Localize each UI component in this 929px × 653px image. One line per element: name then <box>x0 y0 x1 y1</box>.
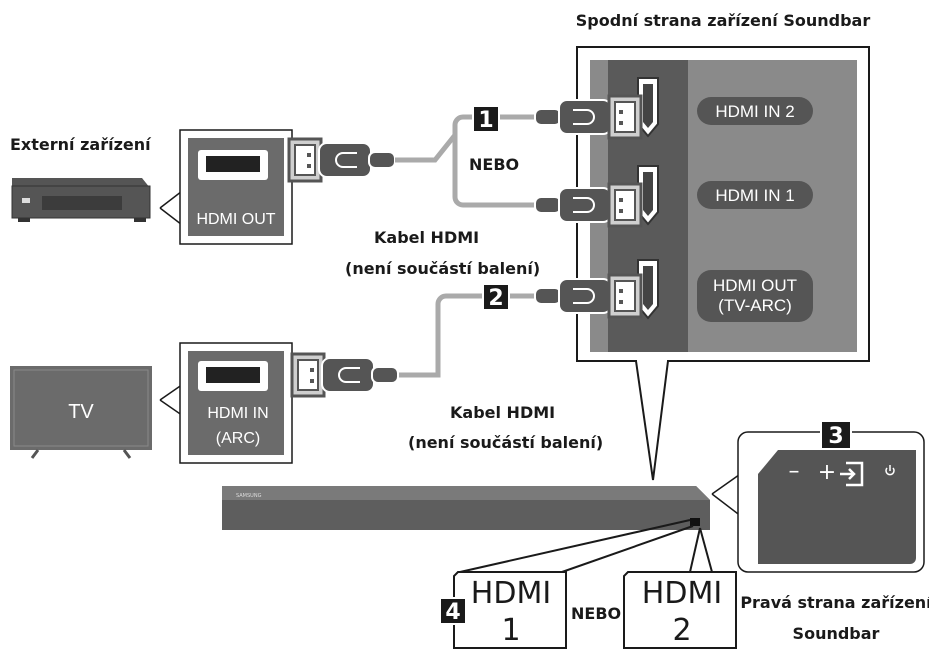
step-1-badge <box>472 105 500 133</box>
display-hdmi-1-line1: HDMI <box>471 576 551 611</box>
callout-bottom-panel <box>635 360 669 481</box>
or-label-top: NEBO <box>469 155 519 174</box>
tv-port-label-2: (ARC) <box>216 430 260 447</box>
pill-hdmi-in1 <box>697 181 813 209</box>
tv-hdmi-in-port: HDMI IN (ARC) <box>179 342 293 464</box>
tv-icon: TV <box>10 366 152 459</box>
label-hdmi-in2: HDMI IN 2 <box>715 102 794 121</box>
svg-text:2: 2 <box>488 286 503 311</box>
label-hdmi-in1: HDMI IN 1 <box>715 186 794 205</box>
tv-port-label-1: HDMI IN <box>207 405 268 422</box>
display-hdmi-1: HDMI 1 <box>453 571 567 649</box>
soundbar-body: SAMSUNG <box>222 486 710 530</box>
svg-text:4: 4 <box>445 600 460 625</box>
external-port-label: HDMI OUT <box>196 211 275 228</box>
display-hdmi-2-line2: 2 <box>672 613 691 648</box>
soundbar-bottom-label: Spodní strana zařízení Soundbar <box>576 11 871 30</box>
step-4-badge <box>439 597 467 625</box>
plug-hdmi-out <box>533 273 643 319</box>
soundbar-display <box>690 518 700 526</box>
cable-1-label-line2: (není součástí balení) <box>345 259 540 278</box>
cable-2-label-line2: (není součástí balení) <box>408 433 603 452</box>
right-side-label-line1: Pravá strana zařízení <box>740 593 929 612</box>
right-side-label-line2: Soundbar <box>793 624 880 643</box>
right-side-panel: – + <box>737 431 925 573</box>
svg-text:1: 1 <box>478 108 493 133</box>
label-hdmi-out-2: (TV-ARC) <box>718 296 792 315</box>
power-icon[interactable] <box>885 465 895 476</box>
volume-down-button[interactable]: – <box>789 459 800 484</box>
display-hdmi-1-line2: 1 <box>501 613 520 648</box>
svg-text:3: 3 <box>828 424 843 449</box>
cable-2-label-line1: Kabel HDMI <box>450 403 555 422</box>
external-device-label: Externí zařízení <box>10 135 152 154</box>
display-hdmi-2-line1: HDMI <box>642 576 722 611</box>
pill-hdmi-in2 <box>697 97 813 125</box>
display-hdmi-2: HDMI 2 <box>623 571 737 649</box>
cable-1 <box>395 114 535 208</box>
soundbar-brand: SAMSUNG <box>236 493 262 499</box>
external-hdmi-out-port: HDMI OUT <box>179 129 293 245</box>
external-hdmi-plug <box>287 137 397 183</box>
tv-hdmi-plug <box>290 352 400 398</box>
volume-up-button[interactable]: + <box>818 460 836 485</box>
plug-hdmi-in1 <box>533 182 643 228</box>
plug-hdmi-in2 <box>533 94 643 140</box>
external-device-icon <box>11 178 151 222</box>
cable-2 <box>398 293 535 378</box>
source-icon[interactable] <box>840 461 864 487</box>
step-3-badge <box>820 420 852 450</box>
cable-1-label-line1: Kabel HDMI <box>374 228 479 247</box>
label-hdmi-out-1: HDMI OUT <box>713 276 797 295</box>
step-2-badge <box>482 283 510 311</box>
or-label-bottom: NEBO <box>571 604 621 623</box>
tv-label: TV <box>68 401 94 423</box>
pill-hdmi-out <box>697 270 813 322</box>
